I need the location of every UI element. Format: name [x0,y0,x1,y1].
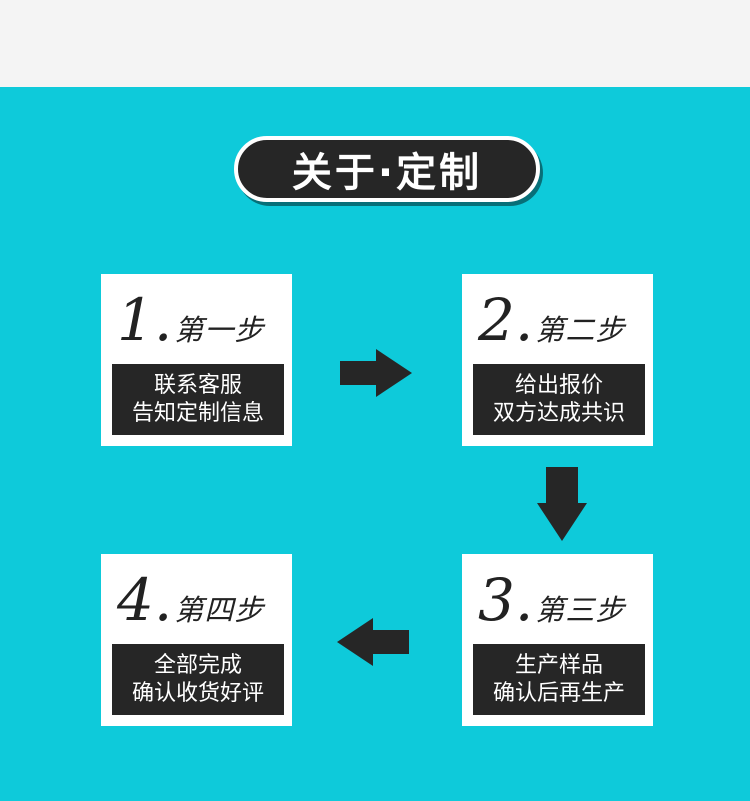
step-description: 全部完成 确认收货好评 [112,644,284,715]
step-dot: . [153,286,173,354]
step-description: 给出报价 双方达成共识 [473,364,645,435]
arrow-down-icon [537,467,587,541]
step-dot: . [153,566,173,634]
step-card-2: 2.第二步 给出报价 双方达成共识 [462,274,653,446]
step-heading: 4.第四步 [117,568,264,632]
step-card-3: 3.第三步 生产样品 确认后再生产 [462,554,653,726]
step-line-1: 全部完成 [153,652,242,678]
step-description: 生产样品 确认后再生产 [473,644,645,715]
step-line-2: 双方达成共识 [492,400,625,426]
step-dot: . [514,286,534,354]
step-line-1: 联系客服 [153,372,242,398]
step-label: 第四步 [174,593,265,627]
step-number: 1 [117,286,154,354]
step-number: 4 [117,566,154,634]
step-line-1: 给出报价 [514,372,603,398]
step-heading: 2.第二步 [478,288,625,352]
step-heading: 1.第一步 [117,288,264,352]
step-number: 2 [478,286,515,354]
arrow-right-icon [340,349,412,397]
step-card-1: 1.第一步 联系客服 告知定制信息 [101,274,292,446]
step-line-2: 告知定制信息 [131,400,264,426]
step-line-2: 确认收货好评 [131,680,264,706]
step-line-1: 生产样品 [514,652,603,678]
step-number: 3 [478,566,515,634]
step-line-2: 确认后再生产 [492,680,625,706]
top-band [0,0,750,87]
step-label: 第三步 [535,593,626,627]
step-label: 第二步 [535,313,626,347]
arrow-left-icon [337,618,409,666]
step-card-4: 4.第四步 全部完成 确认收货好评 [101,554,292,726]
step-description: 联系客服 告知定制信息 [112,364,284,435]
step-dot: . [514,566,534,634]
step-label: 第一步 [174,313,265,347]
page-title: 关于·定制 [234,136,540,202]
step-heading: 3.第三步 [478,568,625,632]
